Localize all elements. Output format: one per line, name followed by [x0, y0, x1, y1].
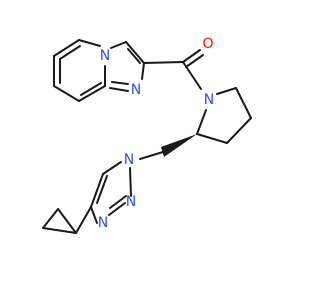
bond — [78, 39, 101, 47]
bond — [129, 167, 132, 197]
atom-labels: O N N N N N N — [98, 36, 214, 231]
bond — [143, 61, 184, 64]
bond — [185, 54, 204, 68]
atom-o: O — [202, 36, 213, 52]
bond — [182, 49, 201, 63]
bond — [53, 85, 80, 102]
bond — [226, 117, 252, 144]
bond — [75, 206, 92, 234]
bond — [90, 173, 104, 208]
bond — [42, 208, 59, 229]
bond — [125, 41, 145, 64]
bond — [110, 41, 127, 49]
bond — [196, 109, 207, 135]
atom-n-pyrrolidine: N — [204, 92, 214, 108]
bond — [111, 81, 129, 85]
bond — [108, 202, 126, 216]
bond — [78, 85, 106, 102]
bond-layer — [42, 39, 252, 234]
bond — [59, 45, 81, 60]
bond — [90, 206, 98, 224]
atom-n-triazole-1: N — [124, 152, 134, 168]
bond — [127, 48, 141, 64]
bond — [196, 133, 228, 144]
atom-n-triazole-2: N — [126, 194, 136, 210]
bond — [182, 61, 202, 90]
bond — [109, 87, 129, 92]
atom-n-fused: N — [100, 48, 110, 64]
bond — [216, 87, 237, 95]
bond — [141, 62, 145, 80]
bond — [96, 175, 108, 204]
bond — [109, 195, 127, 209]
bond — [102, 161, 122, 175]
atom-n-triazole-3: N — [98, 215, 108, 231]
structure-canvas: O N N N N N N — [42, 36, 252, 234]
bond — [80, 82, 102, 96]
bond — [53, 39, 80, 57]
bond — [57, 208, 77, 234]
atom-n-imidazole: N — [131, 82, 141, 98]
bond — [42, 227, 77, 234]
bond — [235, 87, 252, 119]
stereo-wedge-bond — [161, 134, 197, 157]
bond — [139, 151, 164, 160]
